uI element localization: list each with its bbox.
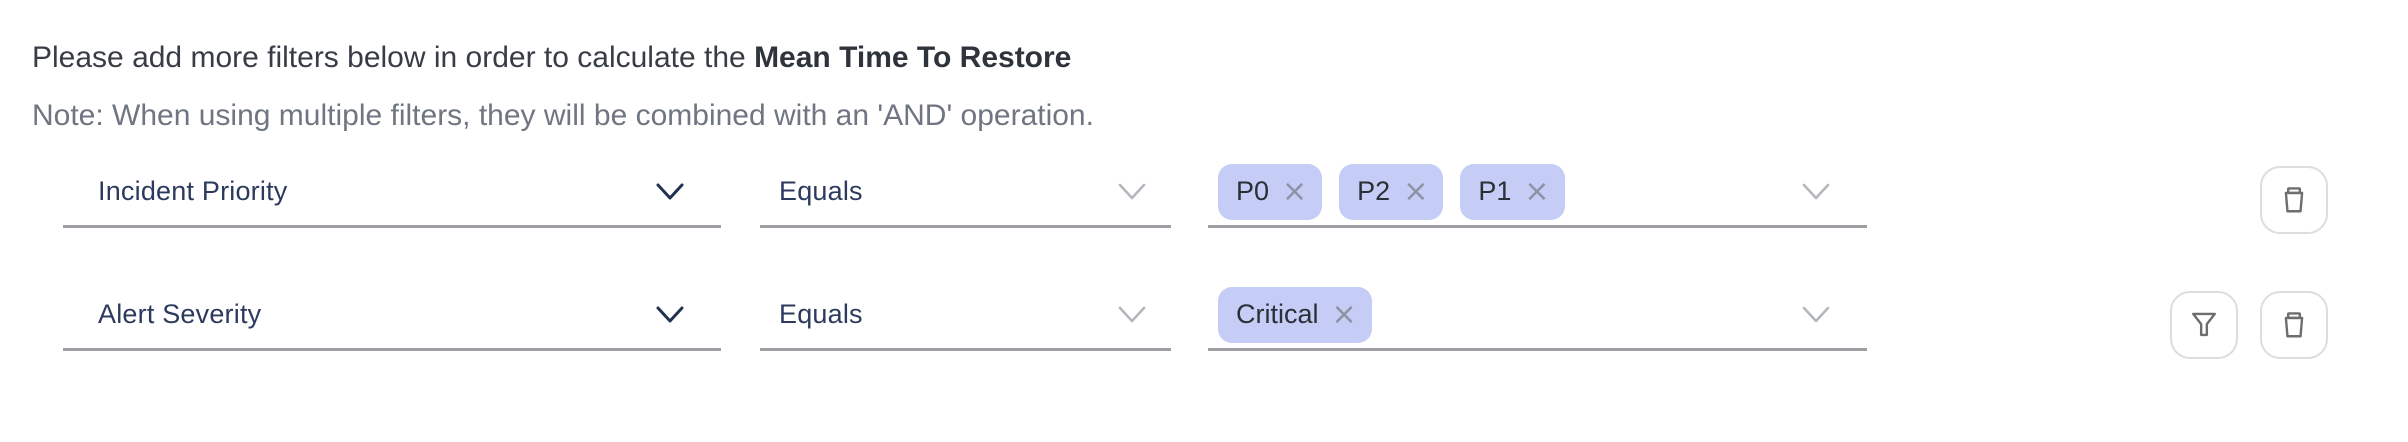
trash-icon [2284,187,2304,213]
value-tag: P2 × [1339,163,1444,220]
row2-apply-filter-button[interactable] [2170,291,2238,359]
row2-field-value: Alert Severity [98,299,262,329]
row1-values-multiselect[interactable]: P0 × P2 × P1 × [1208,158,1867,228]
remove-tag-icon[interactable]: × [1282,173,1308,209]
value-tag-label: P2 [1357,176,1391,206]
value-tag: P0 × [1218,163,1323,220]
instruction-text: Please add more filters below in order t… [32,38,1071,78]
chevron-down-icon [1118,306,1146,323]
chevron-down-icon [1118,183,1146,200]
row2-field-select[interactable]: Alert Severity [63,281,721,351]
row1-operator-value: Equals [779,176,863,206]
row1-delete-filter-button[interactable] [2260,166,2328,234]
instruction-intro: Please add more filters below in order t… [32,41,755,74]
metric-name: Mean Time To Restore [754,41,1072,74]
row2-operator-select[interactable]: Equals [760,281,1171,351]
filter-funnel-icon [2192,312,2216,337]
row1-field-value: Incident Priority [98,176,288,206]
trash-icon [2284,312,2304,338]
chevron-down-icon [656,306,684,323]
row1-operator-select[interactable]: Equals [760,158,1171,228]
chevron-down-icon [1802,183,1830,200]
remove-tag-icon[interactable]: × [1331,296,1357,332]
row1-field-select[interactable]: Incident Priority [63,158,721,228]
row2-delete-filter-button[interactable] [2260,291,2328,359]
row2-operator-value: Equals [779,299,863,329]
remove-tag-icon[interactable]: × [1403,173,1429,209]
value-tag-label: P1 [1478,176,1512,206]
row2-values-multiselect[interactable]: Critical × [1208,281,1867,351]
and-operation-note: Note: When using multiple filters, they … [32,99,1094,132]
remove-tag-icon[interactable]: × [1524,173,1550,209]
chevron-down-icon [1802,306,1830,323]
chevron-down-icon [656,183,684,200]
value-tag: Critical × [1218,286,1372,343]
value-tag-label: Critical [1236,299,1319,329]
value-tag-label: P0 [1236,176,1270,206]
value-tag: P1 × [1460,163,1565,220]
